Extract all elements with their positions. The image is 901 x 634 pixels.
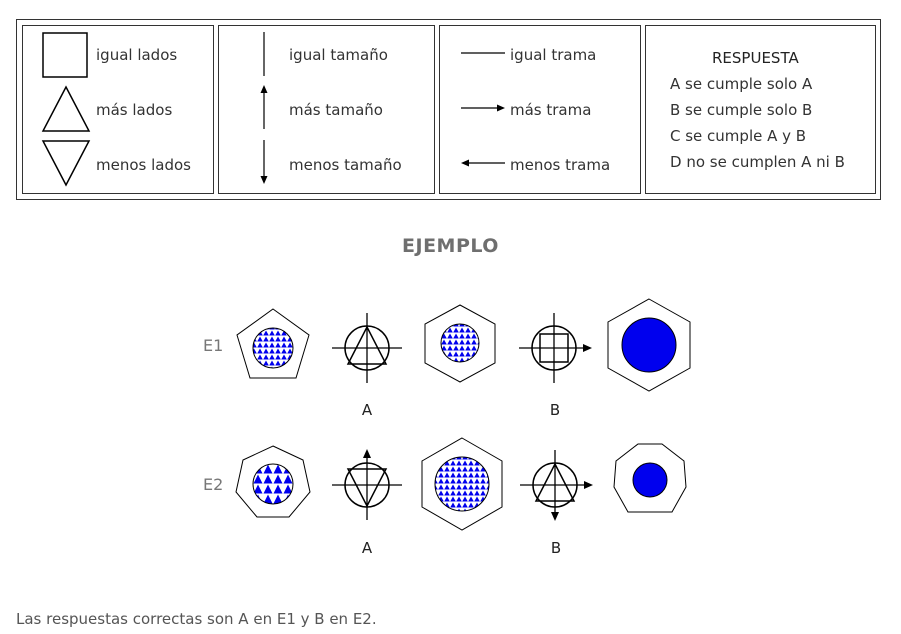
vertical-line-icon xyxy=(263,32,265,76)
e1-label-b: B xyxy=(549,401,561,419)
e1-operator-b xyxy=(519,313,592,383)
e1-pentagon-figure xyxy=(236,308,310,379)
e2-heptagon-figure xyxy=(235,445,311,518)
e2-operator-b xyxy=(520,450,593,521)
arrow-up-icon xyxy=(260,85,268,129)
e1-operator-a xyxy=(332,313,402,383)
legend-pattern-more: más trama xyxy=(510,101,592,119)
e2-operator-a xyxy=(332,449,402,520)
legend-sides-less: menos lados xyxy=(96,156,191,174)
legend-pattern-equal: igual trama xyxy=(510,46,597,64)
legend-table: igual lados más lados menos lados igual … xyxy=(16,19,881,200)
answer-c: C se cumple A y B xyxy=(670,127,807,145)
arrow-right-icon xyxy=(461,104,505,112)
e1-label-a: A xyxy=(361,401,373,419)
footer-note: Las respuestas correctas son A en E1 y B… xyxy=(16,610,377,628)
e2-label-a: A xyxy=(361,539,373,557)
e2-label-b: B xyxy=(550,539,562,557)
triangle-up-icon xyxy=(41,85,91,132)
e1-result-hexagon xyxy=(607,298,691,392)
legend-sides-equal: igual lados xyxy=(96,46,178,64)
e2-hexagon-figure xyxy=(421,437,503,531)
row-label-e1: E1 xyxy=(203,336,224,355)
horizontal-line-icon xyxy=(461,52,505,54)
example-title: EJEMPLO xyxy=(402,235,499,257)
legend-cell-size: igual tamaño más tamaño menos tamaño xyxy=(218,25,435,194)
legend-cell-sides: igual lados más lados menos lados xyxy=(22,25,214,194)
answer-d: D no se cumplen A ni B xyxy=(670,153,845,171)
square-icon xyxy=(42,32,88,78)
arrow-left-icon xyxy=(461,159,505,167)
answer-b: B se cumple solo B xyxy=(670,101,813,119)
legend-size-more: más tamaño xyxy=(289,101,383,119)
answer-a: A se cumple solo A xyxy=(670,75,813,93)
e2-result-octagon xyxy=(613,443,687,513)
legend-cell-answer: RESPUESTA A se cumple solo A B se cumple… xyxy=(645,25,876,194)
legend-sides-more: más lados xyxy=(96,101,173,119)
legend-cell-pattern: igual trama más trama menos trama xyxy=(439,25,641,194)
arrow-down-icon xyxy=(260,140,268,184)
triangle-down-icon xyxy=(41,140,91,187)
legend-pattern-less: menos trama xyxy=(510,156,611,174)
legend-size-less: menos tamaño xyxy=(289,156,402,174)
answer-title: RESPUESTA xyxy=(712,49,799,67)
legend-size-equal: igual tamaño xyxy=(289,46,388,64)
e1-hexagon-figure xyxy=(424,304,496,383)
row-label-e2: E2 xyxy=(203,475,224,494)
